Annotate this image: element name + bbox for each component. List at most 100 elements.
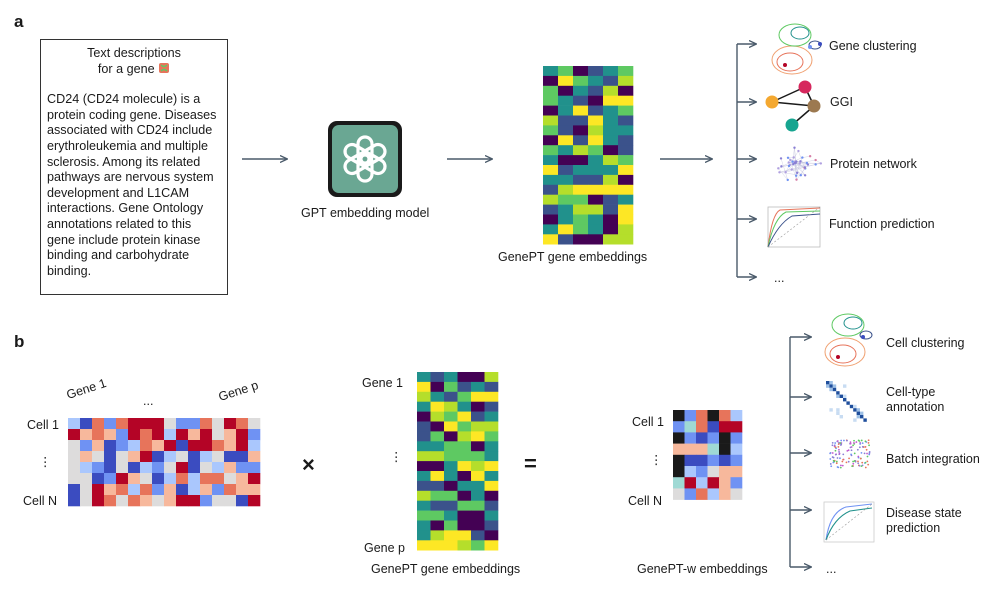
cell-gene-cell xyxy=(164,440,177,452)
embedding-a-cell xyxy=(543,194,559,205)
disease-prediction-thumbnail xyxy=(823,501,875,543)
batch-point xyxy=(853,460,856,462)
cell-gene-cell xyxy=(248,418,261,430)
confusion-cell xyxy=(836,411,840,415)
embedding-b-cell xyxy=(430,520,445,531)
embedding-b-cell xyxy=(457,461,472,472)
embedding-a-cell xyxy=(618,125,634,136)
batch-point xyxy=(829,463,832,465)
batch-point xyxy=(835,460,838,463)
genept-w-cell xyxy=(696,466,708,478)
cell-gene-cell xyxy=(224,473,237,485)
protein-node xyxy=(795,171,799,175)
embedding-a-cell xyxy=(573,155,589,166)
embedding-b-cell xyxy=(484,401,499,412)
genept-w-cell xyxy=(696,454,708,467)
cell-dots-label: ⋮ xyxy=(39,455,52,469)
embedding-b-cell xyxy=(430,471,445,482)
embedding-a-cell xyxy=(558,224,574,235)
cell-gene-cell xyxy=(116,473,129,485)
embedding-a-cell xyxy=(573,214,589,225)
task-more-b: ... xyxy=(826,562,837,576)
embedding-b-cell xyxy=(430,451,445,462)
embedding-b-cell xyxy=(444,500,458,511)
embedding-b-cell xyxy=(457,490,472,501)
batch-point xyxy=(831,456,834,458)
genept-w-cell xyxy=(730,421,743,433)
cell-gene-cell xyxy=(212,440,225,452)
batch-point xyxy=(866,460,869,463)
cell-gene-cell xyxy=(128,484,141,496)
genept-w-cell xyxy=(730,477,743,489)
cell-gene-cell xyxy=(140,473,153,485)
embedding-b-cell xyxy=(484,471,499,482)
batch-point xyxy=(864,466,867,469)
embedding-b-cell xyxy=(444,471,458,482)
task-function-prediction: Function prediction xyxy=(829,217,935,231)
embedding-b-cell xyxy=(457,391,472,402)
cell-gene-cell xyxy=(116,429,129,441)
embedding-b-cell xyxy=(457,372,472,383)
embedding-b-cell xyxy=(417,421,431,432)
cell-type-annotation-thumbnail xyxy=(826,381,867,422)
embedding-a-cell xyxy=(573,75,589,87)
batch-point xyxy=(857,460,859,463)
embedding-a-cell xyxy=(543,204,559,215)
cell-gene-cell xyxy=(200,418,213,430)
protein-node xyxy=(786,156,790,160)
embedding-b-cell xyxy=(484,480,499,492)
panel-a-label: a xyxy=(14,12,24,31)
cell-gene-cell xyxy=(224,495,237,507)
confusion-cell xyxy=(829,408,833,412)
batch-point xyxy=(851,465,854,468)
genept-w-cell xyxy=(730,466,743,478)
confusion-cell xyxy=(829,384,833,388)
protein-node xyxy=(793,146,796,149)
protein-node xyxy=(777,167,780,170)
out-cell-last-label: Cell N xyxy=(628,494,663,508)
openai-logo-icon xyxy=(328,121,402,197)
embedding-b-cell xyxy=(417,401,431,412)
embedding-b-cell xyxy=(471,441,485,452)
embedding-b-cell xyxy=(417,471,431,482)
protein-node xyxy=(808,155,812,158)
batch-point xyxy=(850,449,853,452)
embedding-a-cell xyxy=(618,85,634,96)
embedding-b-cell xyxy=(444,520,458,531)
embedding-a-cell xyxy=(588,165,604,176)
confusion-cell xyxy=(832,387,837,392)
cell-gene-cell xyxy=(68,418,81,430)
protein-edge xyxy=(779,172,801,176)
cell-gene-cell xyxy=(176,418,189,430)
embedding-a-cell xyxy=(603,234,619,245)
panel-b-label: b xyxy=(14,332,25,351)
confusion-cell xyxy=(853,404,857,409)
confusion-cell xyxy=(843,394,847,398)
embedding-a-cell xyxy=(543,105,559,116)
task-ggi: GGI xyxy=(830,95,853,109)
embedding-a-cell xyxy=(588,66,604,77)
embedding-a-cell xyxy=(618,105,634,116)
cell-gene-cell xyxy=(80,440,93,452)
embedding-b-cell xyxy=(417,540,431,551)
batch-point xyxy=(838,452,841,455)
embedding-b-cell xyxy=(471,461,485,472)
batch-point xyxy=(861,442,864,445)
cell-gene-cell xyxy=(104,440,117,452)
embedding-a-cell xyxy=(603,204,619,215)
protein-edge xyxy=(794,147,798,173)
genept-w-cell xyxy=(696,410,708,422)
embedding-b-cell xyxy=(417,441,431,452)
embedding-b-cell xyxy=(471,480,485,492)
cell-gene-cell xyxy=(128,495,141,507)
cell-gene-cell xyxy=(140,418,153,430)
protein-node xyxy=(819,162,823,165)
batch-point xyxy=(831,452,834,454)
cell-gene-cell xyxy=(212,484,225,496)
embedding-a-cell xyxy=(588,105,604,116)
embedding-b-cell xyxy=(444,451,458,462)
task-protein-network: Protein network xyxy=(830,157,917,171)
emb-gene-first-label: Gene 1 xyxy=(362,376,404,390)
embedding-a-cell xyxy=(558,105,574,116)
cell-gene-cell xyxy=(152,473,165,485)
